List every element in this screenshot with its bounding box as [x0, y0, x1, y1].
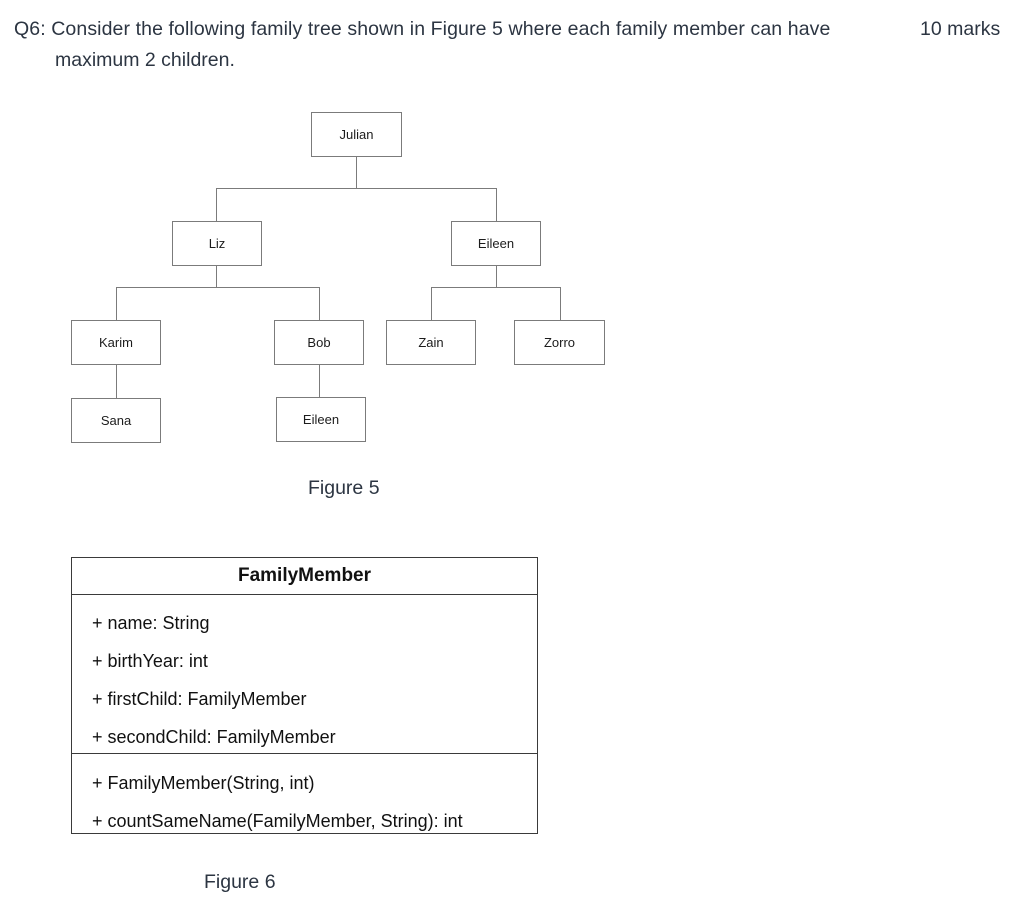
tree-node-label: Karim	[99, 335, 133, 350]
tree-node-bob[interactable]: Bob	[274, 320, 364, 365]
edge-liz-bar	[116, 287, 320, 289]
tree-node-label: Eileen	[302, 412, 340, 427]
question-text-line-1: Q6: Consider the following family tree s…	[14, 18, 831, 40]
tree-node-label: Zain	[418, 335, 444, 350]
tree-node-label: Zorro	[543, 335, 576, 350]
tree-node-zorro[interactable]: Zorro	[514, 320, 605, 365]
tree-node-zain[interactable]: Zain	[386, 320, 476, 365]
uml-attribute-row: + firstChild: FamilyMember	[92, 689, 307, 709]
tree-node-label: Julian	[339, 127, 374, 142]
edge-bar-to-zain	[431, 287, 433, 320]
edge-eileen-stem	[496, 266, 498, 288]
tree-node-sana[interactable]: Sana	[71, 398, 161, 443]
edge-bar-to-liz	[216, 188, 218, 221]
edge-bar-to-bob	[319, 287, 321, 320]
edge-liz-stem	[216, 266, 218, 288]
question-text-line-2: maximum 2 children.	[55, 49, 235, 71]
uml-operation-row: + FamilyMember(String, int)	[92, 773, 315, 793]
question-marks: 10 marks	[920, 18, 1001, 40]
figure-5-caption: Figure 5	[308, 477, 380, 499]
tree-node-eileen-leaf[interactable]: Eileen	[276, 397, 366, 442]
edge-julian-bar	[216, 188, 497, 190]
edge-julian-stem	[356, 157, 358, 189]
tree-node-label: Liz	[208, 236, 226, 251]
uml-attributes-section: + name: String + birthYear: int + firstC…	[72, 595, 537, 754]
tree-node-label: Eileen	[477, 236, 515, 251]
uml-attribute-row: + name: String	[92, 613, 210, 633]
family-tree-diagram: Julian Liz Eileen Karim Bob Zain Zorro S…	[71, 112, 605, 443]
edge-bar-to-eileen	[496, 188, 498, 221]
uml-attribute-row: + birthYear: int	[92, 651, 208, 671]
edge-bob-to-eileen2	[319, 365, 321, 398]
uml-class-familymember: FamilyMember + name: String + birthYear:…	[71, 557, 538, 834]
tree-node-eileen[interactable]: Eileen	[451, 221, 541, 266]
tree-node-liz[interactable]: Liz	[172, 221, 262, 266]
edge-bar-to-karim	[116, 287, 118, 320]
edge-karim-to-sana	[116, 365, 118, 398]
tree-node-karim[interactable]: Karim	[71, 320, 161, 365]
uml-class-name: FamilyMember	[72, 558, 537, 595]
edge-eileen-bar	[431, 287, 561, 289]
uml-operation-row: + countSameName(FamilyMember, String): i…	[92, 811, 463, 831]
edge-bar-to-zorro	[560, 287, 562, 320]
uml-operations-section: + FamilyMember(String, int) + countSameN…	[72, 754, 537, 847]
tree-node-label: Sana	[100, 413, 132, 428]
figure-6-caption: Figure 6	[204, 871, 276, 893]
uml-attribute-row: + secondChild: FamilyMember	[92, 727, 336, 747]
tree-node-label: Bob	[307, 335, 331, 350]
tree-node-julian[interactable]: Julian	[311, 112, 402, 157]
